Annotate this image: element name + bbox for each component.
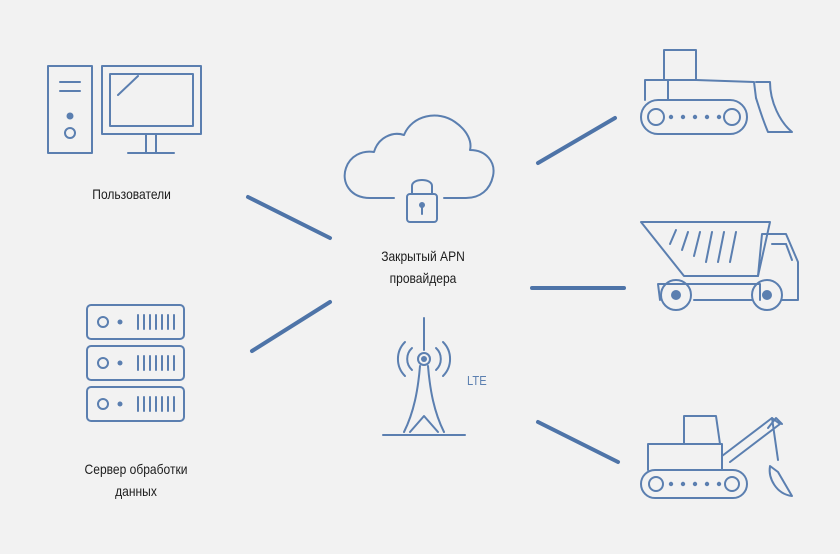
cloud-label-line2: провайдера xyxy=(389,270,457,286)
server-label-line1: Сервер обработки xyxy=(84,461,188,477)
lte-label: LTE xyxy=(467,373,487,388)
server-label-line2: данных xyxy=(115,483,157,499)
server-label: Сервер обработки данных xyxy=(73,458,199,502)
excavator-icon xyxy=(640,415,793,499)
connector-cloud-bulldozer xyxy=(536,116,617,165)
users-label: Пользователи xyxy=(92,183,171,205)
lte-tower-icon xyxy=(382,317,466,436)
connector-cloud-excavator xyxy=(536,420,620,464)
cloud-lock-icon xyxy=(343,114,495,223)
connector-users-cloud xyxy=(246,195,332,240)
cloud-label: Закрытый APN провайдера xyxy=(369,245,477,289)
bulldozer-icon xyxy=(640,49,793,135)
users-label-text: Пользователи xyxy=(92,186,171,202)
cloud-label-line1: Закрытый APN xyxy=(381,248,465,264)
dump-truck-icon xyxy=(640,221,799,311)
desktop-computer-icon xyxy=(47,65,202,154)
server-rack-icon xyxy=(86,304,185,422)
connector-server-cloud xyxy=(250,300,332,353)
